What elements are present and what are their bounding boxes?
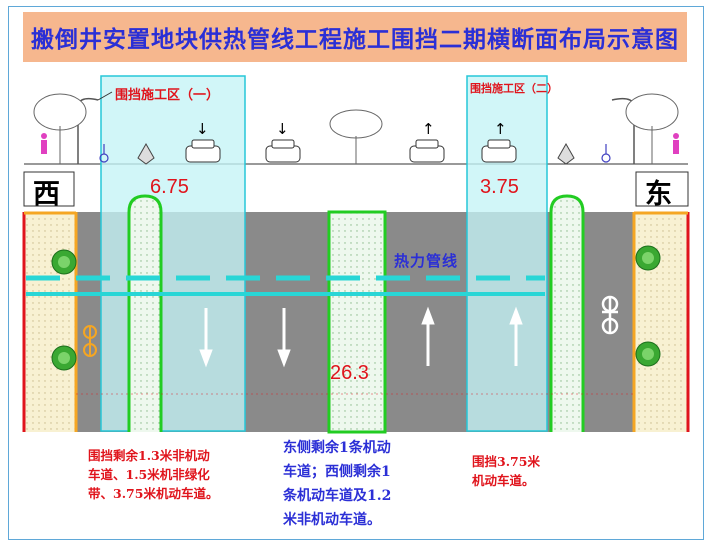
tree-icon bbox=[33, 93, 87, 164]
tree-icon bbox=[635, 341, 661, 367]
bicycle-icon bbox=[601, 295, 619, 335]
pedestrian-icon bbox=[673, 133, 679, 154]
lane-direction-arrow: ↓ bbox=[196, 120, 209, 138]
west-sidewalk-elevation bbox=[23, 171, 75, 207]
note-west: 围挡剩余1.3米非机动 车道、1.5米机非绿化 带、3.75米机动车道。 bbox=[88, 448, 219, 501]
tree-icon bbox=[635, 245, 661, 271]
lane-direction-arrow: ↑ bbox=[422, 120, 435, 138]
car-icon bbox=[185, 139, 221, 163]
central-median bbox=[327, 210, 387, 434]
title-bar: 搬倒井安置地块供热管线工程施工围挡二期横断面布局示意图 bbox=[23, 12, 687, 62]
bicycle-icon bbox=[83, 325, 97, 357]
road-total-width: 26.3 bbox=[330, 362, 369, 384]
lane-arrow-up-1 bbox=[421, 306, 435, 366]
zone-2-width: 3.75 bbox=[480, 176, 519, 198]
heat-pipe-label: 热力管线 bbox=[394, 252, 459, 270]
pedestrian-icon bbox=[41, 133, 47, 154]
construction-zone-1-label: 围挡施工区（一） bbox=[115, 88, 220, 103]
west-direction-label: 西 bbox=[33, 179, 60, 210]
lane-arrow-up-2 bbox=[509, 306, 523, 366]
tree-icon bbox=[625, 93, 679, 164]
lane-arrow-down-1 bbox=[199, 308, 213, 368]
diagram-title: 搬倒井安置地块供热管线工程施工围挡二期横断面布局示意图 bbox=[31, 26, 679, 53]
car-icon bbox=[481, 139, 517, 163]
west-sidewalk bbox=[24, 212, 76, 432]
diagram-frame bbox=[8, 6, 704, 540]
note-east: 围挡3.75米 机动车道。 bbox=[472, 454, 540, 488]
zone-1-width: 6.75 bbox=[150, 176, 189, 198]
construction-zone-2 bbox=[466, 75, 548, 432]
lane-arrows bbox=[199, 306, 523, 368]
east-sidewalk bbox=[634, 212, 688, 432]
tree-icon bbox=[51, 249, 77, 275]
construction-zone-1 bbox=[100, 75, 246, 432]
east-sidewalk-elevation bbox=[635, 171, 689, 207]
tree-icon bbox=[329, 109, 383, 164]
bush-icon bbox=[557, 142, 575, 165]
bush-icon bbox=[137, 142, 155, 165]
cyclist-icon bbox=[99, 144, 109, 163]
car-icon bbox=[265, 139, 301, 163]
construction-zone-2-label: 围挡施工区（二） bbox=[470, 82, 558, 95]
east-green-belt bbox=[549, 194, 585, 432]
west-green-belt bbox=[127, 194, 163, 432]
lane-direction-arrow: ↑ bbox=[494, 120, 507, 138]
lane-arrow-down-2 bbox=[277, 308, 291, 368]
lane-direction-arrow: ↓ bbox=[276, 120, 289, 138]
tree-icon bbox=[51, 345, 77, 371]
note-center: 东侧剩余1条机动 车道；西侧剩余1 条机动车道及1.2 米非机动车道。 bbox=[283, 440, 392, 528]
car-icon bbox=[409, 139, 445, 163]
cyclist-icon bbox=[601, 144, 611, 163]
east-direction-label: 东 bbox=[645, 179, 672, 210]
